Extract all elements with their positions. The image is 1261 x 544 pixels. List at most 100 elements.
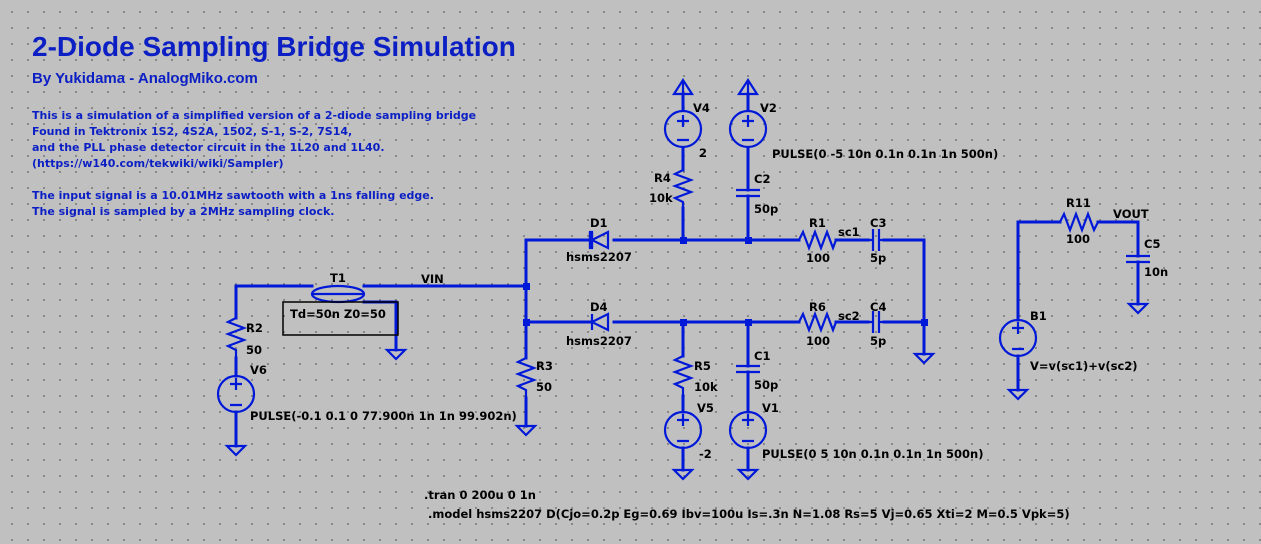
model-directive: .model hsms2207 D(Cjo=0.2p Eg=0.69 Ibv=1… bbox=[428, 507, 1070, 521]
transmission-line-t1 bbox=[310, 284, 366, 304]
ground-icon bbox=[671, 468, 695, 481]
voltage-sources bbox=[216, 109, 1038, 450]
label-v1-value: PULSE(0 5 10n 0.1n 0.1n 1n 500n) bbox=[762, 447, 983, 461]
resistors bbox=[224, 169, 1099, 398]
capacitor-c4 bbox=[868, 311, 884, 333]
supply-arrows bbox=[671, 77, 760, 96]
label-b1-name: B1 bbox=[1030, 309, 1047, 323]
label-v2-name: V2 bbox=[760, 101, 777, 115]
resistor-r5 bbox=[671, 355, 695, 396]
label-v5-value: -2 bbox=[699, 447, 712, 461]
description-line: (https://w140.com/tekwiki/wiki/Sampler) bbox=[32, 157, 284, 170]
label-r1-name: R1 bbox=[809, 216, 826, 230]
label-r5-value: 10k bbox=[694, 380, 718, 394]
description-line: The signal is sampled by a 2MHz sampling… bbox=[32, 205, 334, 218]
label-d1-value: hsms2207 bbox=[566, 250, 632, 264]
label-c4-name: C4 bbox=[870, 300, 886, 314]
label-v6-name: V6 bbox=[250, 363, 267, 377]
supply-arrow-icon bbox=[671, 77, 695, 96]
tran-directive: .tran 0 200u 0 1n bbox=[424, 488, 536, 502]
label-r11-name: R11 bbox=[1066, 196, 1091, 210]
ground-icon bbox=[384, 348, 408, 361]
description-text: This is a simulation of a simplified ver… bbox=[32, 109, 476, 218]
t1-value-box bbox=[282, 301, 399, 336]
label-t1-name: T1 bbox=[330, 271, 346, 285]
label-r6-value: 100 bbox=[806, 334, 830, 348]
net-labels: VIN sc1 sc2 VOUT bbox=[421, 207, 1149, 323]
label-r2-value: 50 bbox=[246, 343, 262, 357]
label-r6-name: R6 bbox=[809, 300, 826, 314]
label-v2-value: PULSE(0 -5 10n 0.1n 0.1n 1n 500n) bbox=[772, 147, 998, 161]
label-v1-name: V1 bbox=[762, 401, 779, 415]
label-t1-value: Td=50n Z0=50 bbox=[290, 307, 386, 321]
label-v6-value: PULSE(-0.1 0.1 0 77.900n 1n 1n 99.902n) bbox=[250, 409, 517, 423]
net-label-vout: VOUT bbox=[1113, 207, 1149, 221]
ground-icon bbox=[514, 424, 538, 437]
source-v6 bbox=[216, 374, 256, 414]
ground-icon bbox=[1006, 388, 1030, 401]
label-c1-value: 50p bbox=[754, 378, 778, 392]
label-r1-value: 100 bbox=[806, 251, 830, 265]
ground-icon bbox=[1126, 302, 1150, 315]
label-c1-name: C1 bbox=[754, 349, 770, 363]
spice-directives: .tran 0 200u 0 1n .model hsms2207 D(Cjo=… bbox=[424, 488, 1070, 521]
description-line: The input signal is a 10.01MHz sawtooth … bbox=[32, 189, 434, 202]
source-b1 bbox=[998, 318, 1038, 358]
source-v1 bbox=[728, 410, 768, 450]
label-r2-name: R2 bbox=[246, 321, 263, 335]
label-r4-name: R4 bbox=[654, 171, 671, 185]
label-c5-name: C5 bbox=[1144, 237, 1160, 251]
label-d4-name: D4 bbox=[590, 300, 608, 314]
capacitor-c1 bbox=[736, 364, 760, 374]
diode-d4 bbox=[589, 312, 610, 332]
resistor-r4 bbox=[671, 169, 695, 208]
net-label-sc1: sc1 bbox=[838, 225, 860, 239]
resistor-r3 bbox=[514, 357, 538, 398]
label-r11-value: 100 bbox=[1066, 232, 1090, 246]
ground-icon bbox=[736, 468, 760, 481]
diodes bbox=[588, 230, 610, 332]
ground-icon bbox=[224, 444, 248, 457]
description-line: and the PLL phase detector circuit in th… bbox=[32, 141, 385, 154]
label-c3-value: 5p bbox=[870, 251, 886, 265]
label-r3-value: 50 bbox=[536, 380, 552, 394]
source-v4 bbox=[663, 109, 703, 149]
capacitor-c2 bbox=[736, 188, 760, 198]
capacitor-c5 bbox=[1126, 254, 1150, 264]
label-c3-name: C3 bbox=[870, 216, 886, 230]
label-d4-value: hsms2207 bbox=[566, 334, 632, 348]
net-label-sc2: sc2 bbox=[838, 309, 860, 323]
resistor-r1 bbox=[798, 228, 838, 252]
resistor-r11 bbox=[1059, 210, 1099, 234]
label-d1-name: D1 bbox=[590, 216, 608, 230]
page-subtitle: By Yukidama - AnalogMiko.com bbox=[32, 70, 258, 87]
capacitors bbox=[736, 188, 1150, 374]
ground-icon bbox=[912, 352, 936, 365]
net-label-vin: VIN bbox=[421, 272, 444, 286]
junctions bbox=[523, 237, 928, 326]
label-v4-value: 2 bbox=[699, 146, 707, 160]
source-v2 bbox=[728, 109, 768, 149]
page-title: 2-Diode Sampling Bridge Simulation bbox=[32, 31, 516, 62]
description-line: Found in Tektronix 1S2, 4S2A, 1502, S-1,… bbox=[32, 125, 352, 138]
label-c4-value: 5p bbox=[870, 334, 886, 348]
label-r5-name: R5 bbox=[694, 359, 711, 373]
label-r4-value: 10k bbox=[649, 191, 673, 205]
label-v5-name: V5 bbox=[697, 401, 714, 415]
label-b1-value: V=v(sc1)+v(sc2) bbox=[1030, 359, 1138, 373]
component-labels: V4 2 V2 PULSE(0 -5 10n 0.1n 0.1n 1n 500n… bbox=[246, 101, 1168, 461]
label-c2-value: 50p bbox=[754, 202, 778, 216]
label-v4-name: V4 bbox=[693, 101, 710, 115]
label-r3-name: R3 bbox=[536, 359, 553, 373]
source-v5 bbox=[663, 410, 703, 450]
diode-d1 bbox=[588, 230, 610, 250]
description-line: This is a simulation of a simplified ver… bbox=[32, 109, 476, 122]
label-c2-name: C2 bbox=[754, 172, 770, 186]
capacitor-c3 bbox=[868, 229, 884, 251]
resistor-r6 bbox=[798, 310, 838, 334]
label-c5-value: 10n bbox=[1144, 265, 1168, 279]
resistor-r2 bbox=[224, 317, 248, 358]
grounds bbox=[224, 302, 1150, 481]
wires bbox=[234, 92, 1140, 472]
